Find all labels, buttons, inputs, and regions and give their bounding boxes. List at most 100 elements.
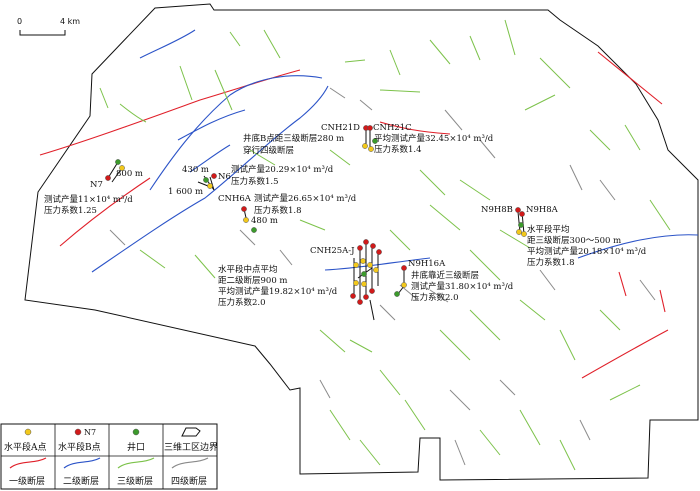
n6-distance-top: 430 m — [182, 165, 209, 175]
n6-info-1: 测试产量20.29×10⁴ m³/d — [231, 164, 334, 175]
well-cnh6a: CNH6A 测试产量26.65×10⁴ m³/d 压力系数1.8 480 m — [218, 193, 357, 233]
level4-faults — [109, 87, 656, 466]
svg-text:三维工区边界: 三维工区边界 — [164, 441, 218, 453]
n9h8-info-3: 平均测试产量20.18×10⁴ m³/d — [527, 246, 647, 257]
legend-level3-fault: 三级断层 — [117, 457, 155, 487]
level3-faults — [99, 19, 671, 471]
legend-b-point: N7 水平段B点 — [58, 428, 101, 453]
svg-text:一级断层: 一级断层 — [9, 475, 45, 487]
b-point — [241, 206, 247, 212]
n6-distance-bottom: 1 600 m — [168, 187, 203, 197]
n9h16a-info-2: 测试产量31.80×10⁴ m³/d — [411, 281, 514, 292]
cnh25-info-2: 距二级断层900 m — [218, 275, 288, 286]
wellhead-point — [203, 177, 209, 183]
legend-wellhead: 井口 — [127, 428, 145, 453]
legend-a-point: 水平段A点 — [4, 428, 47, 453]
a-point — [353, 262, 359, 268]
legend-level2-fault: 二级断层 — [63, 457, 101, 487]
cnh25-label: CNH25A-J — [310, 246, 355, 256]
a-point — [353, 280, 359, 286]
n7-info-1: 测试产量11×10⁴ m³/d — [44, 194, 133, 205]
b-point — [515, 207, 521, 213]
n6-label: N6 — [218, 172, 231, 182]
svg-text:水平段A点: 水平段A点 — [4, 441, 47, 453]
a-point — [243, 217, 249, 223]
b-point — [350, 293, 356, 299]
b-point — [363, 239, 369, 245]
wellhead-point — [372, 138, 378, 144]
n7-distance: 800 m — [116, 169, 143, 179]
cnh6a-distance: 480 m — [251, 216, 278, 226]
svg-text:三级断层: 三级断层 — [117, 475, 153, 487]
wellhead-point — [518, 222, 524, 228]
n9h8b-label: N9H8B — [481, 205, 513, 215]
b-point — [519, 211, 525, 217]
level1-faults — [39, 51, 669, 379]
a-point — [516, 229, 522, 235]
b-point — [376, 249, 382, 255]
cnh21-note-2: 穿行四级断层 — [243, 145, 294, 156]
survey-boundary — [24, 3, 699, 481]
legend-level4-fault: 四级断层 — [171, 457, 209, 487]
cnh21c-label: CNH21C — [373, 123, 412, 133]
well-n9h8: N9H8B N9H8A 水平段平均 距三级断层300～500 m 平均测试产量2… — [481, 205, 647, 268]
level2-faults — [91, 29, 699, 273]
legend: 水平段A点 N7 水平段B点 井口 三维工区边界 一级断层 二级断层 三级断层 — [0, 423, 218, 490]
a-point — [368, 146, 374, 152]
scale-zero: 0 — [17, 17, 22, 26]
a-point — [119, 165, 125, 171]
b-point — [370, 243, 376, 249]
n9h8a-label: N9H8A — [526, 205, 559, 215]
n9h16a-info-3: 压力系数2.0 — [411, 292, 459, 303]
svg-text:四级断层: 四级断层 — [171, 475, 207, 487]
cnh25-info-4: 压力系数2.0 — [218, 297, 266, 308]
b-point — [363, 294, 369, 300]
well-cnh25: CNH25A-J 水平段中点平均 距二级断层900 m 平均测试产量19.82×… — [218, 239, 382, 321]
svg-text:水平段B点: 水平段B点 — [58, 441, 101, 453]
n7-info-2: 压力系数1.25 — [44, 205, 97, 216]
b-point — [211, 173, 217, 179]
well-cnh21: CNH21D CNH21C 平均测试产量32.45×10⁴ m³/d 压力系数1… — [243, 123, 494, 156]
cnh21d-label: CNH21D — [321, 123, 360, 133]
b-point — [105, 175, 111, 181]
wellhead-point — [361, 271, 367, 277]
a-point — [207, 183, 213, 189]
n9h8-info-4: 压力系数1.8 — [527, 257, 575, 268]
cnh6a-info-1: 测试产量26.65×10⁴ m³/d — [254, 193, 357, 204]
wellhead-point — [394, 291, 400, 297]
cnh21-note-1: 井底B点距三级断层280 m — [243, 133, 344, 144]
b-point — [369, 288, 375, 294]
well-n7: 800 m N7 测试产量11×10⁴ m³/d 压力系数1.25 — [44, 159, 143, 216]
n6-info-2: 压力系数1.5 — [231, 176, 279, 187]
legend-boundary: 三维工区边界 — [164, 427, 218, 453]
wellhead-point — [251, 227, 257, 233]
cnh21-info-1: 平均测试产量32.45×10⁴ m³/d — [374, 133, 494, 144]
legend-level1-fault: 一级断层 — [9, 457, 47, 487]
wellhead-point — [115, 159, 121, 165]
b-point — [401, 265, 407, 271]
svg-text:N7: N7 — [84, 428, 96, 437]
n9h8-info-1: 水平段平均 — [527, 224, 570, 235]
n7-label: N7 — [90, 180, 103, 190]
n9h16a-info-1: 井底靠近三级断层 — [411, 270, 479, 281]
n9h8-info-2: 距三级断层300～500 m — [527, 235, 621, 246]
well-n9h16a: N9H16A 井底靠近三级断层 测试产量31.80×10⁴ m³/d 压力系数2… — [394, 259, 514, 303]
a-point — [373, 267, 379, 273]
cnh6a-label: CNH6A — [218, 194, 252, 204]
cnh25-info-3: 平均测试产量19.82×10⁴ m³/d — [218, 286, 338, 297]
a-point — [362, 143, 368, 149]
n9h16a-label: N9H16A — [408, 259, 446, 269]
a-point — [361, 281, 367, 287]
scale-distance: 4 km — [60, 17, 80, 26]
a-point — [401, 282, 407, 288]
cnh21-info-2: 压力系数1.4 — [374, 144, 422, 155]
svg-text:二级断层: 二级断层 — [63, 475, 99, 487]
b-point — [367, 125, 373, 131]
a-point — [521, 231, 527, 237]
a-point — [360, 258, 366, 264]
svg-text:井口: 井口 — [127, 441, 145, 453]
well-n6: 430 m N6 1 600 m 测试产量20.29×10⁴ m³/d 压力系数… — [168, 164, 334, 197]
a-point — [367, 262, 373, 268]
cnh25-info-1: 水平段中点平均 — [218, 264, 278, 275]
cnh6a-info-2: 压力系数1.8 — [254, 205, 302, 216]
